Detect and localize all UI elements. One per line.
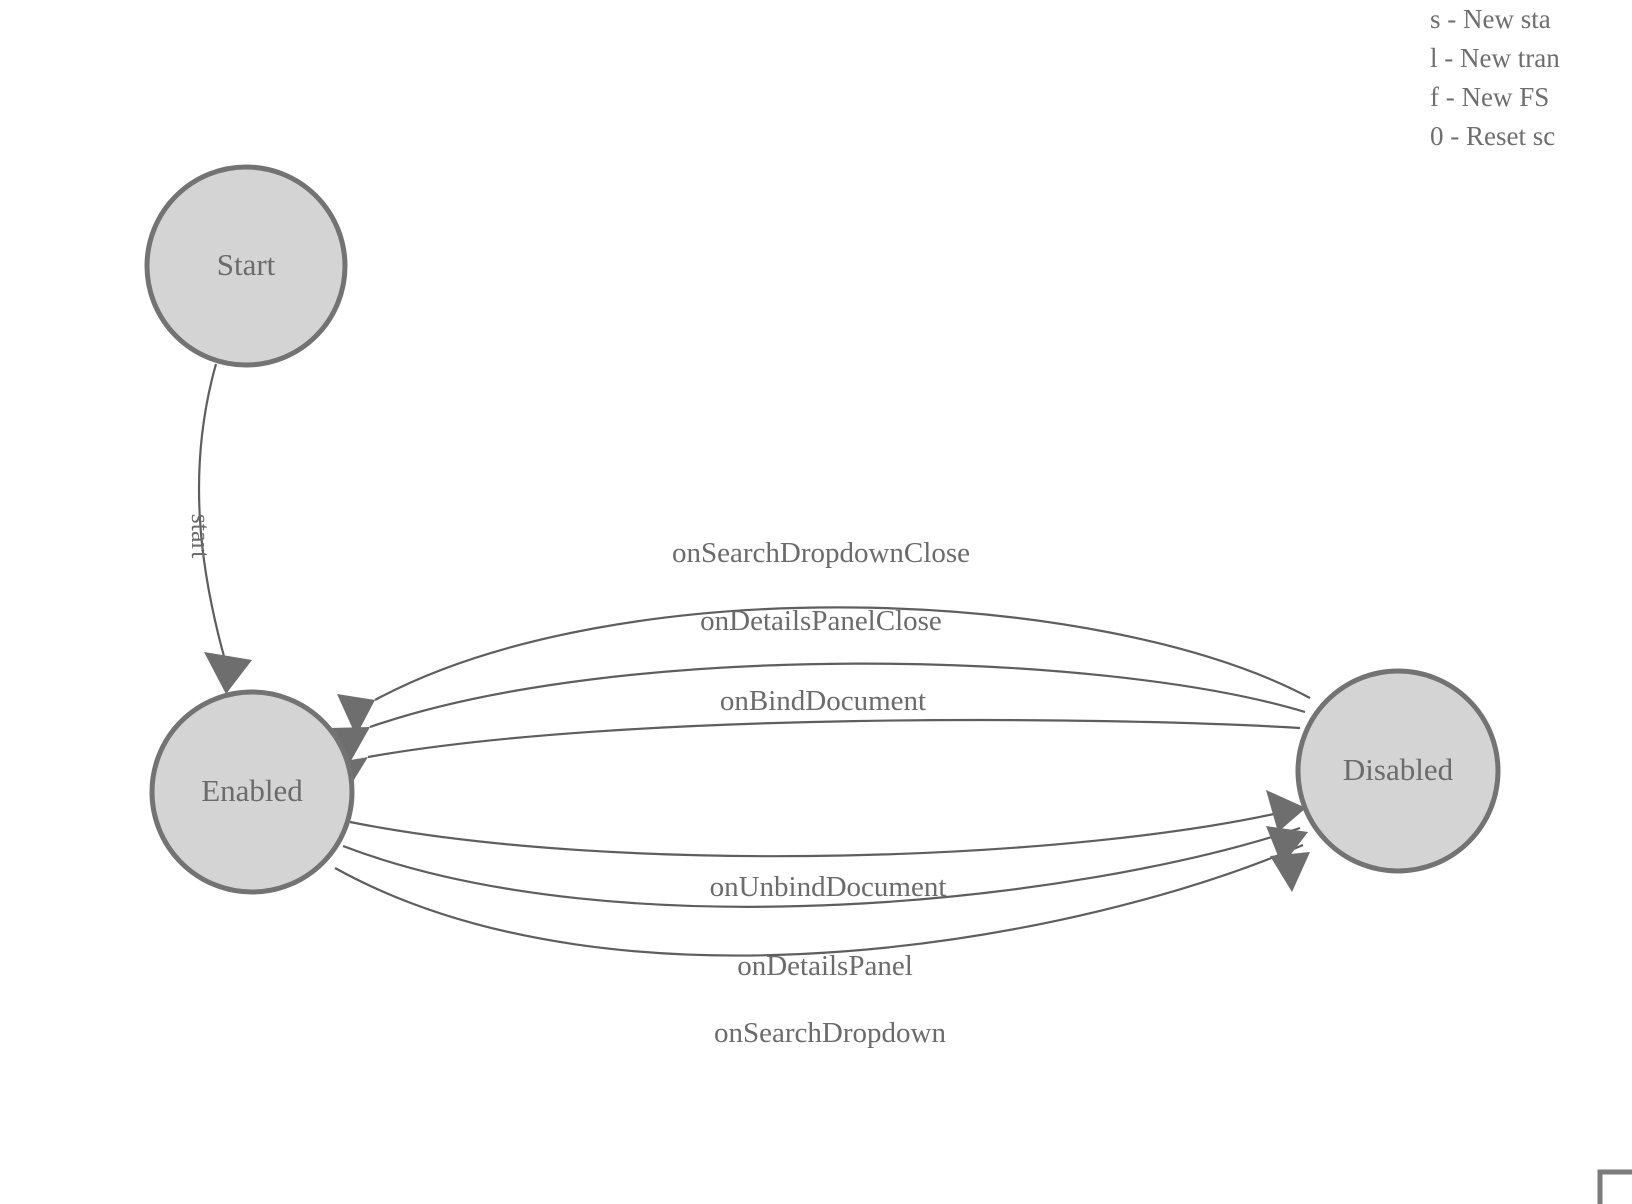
node-enabled-label: Enabled [201, 773, 303, 808]
node-disabled[interactable]: Disabled [1295, 668, 1501, 874]
edge-label-onDetailsPanelClose: onDetailsPanelClose [700, 605, 942, 637]
node-start[interactable]: Start [144, 164, 348, 368]
node-disabled-label: Disabled [1343, 752, 1454, 787]
edge-path-onBindDocument[interactable] [367, 718, 1301, 759]
edge-label-onBindDocument: onBindDocument [720, 685, 926, 717]
node-start-label: Start [217, 247, 276, 282]
edge-path-onSearchDropdown[interactable] [334, 843, 1304, 957]
edge-label-onSearchDropdownClose: onSearchDropdownClose [672, 537, 970, 569]
edge-path-onDetailsPanelClose[interactable] [369, 662, 1306, 729]
arrowhead-into-disabled-2 [1266, 826, 1308, 866]
corner-bracket [1597, 1169, 1632, 1204]
arrowhead-into-disabled-1 [1266, 790, 1306, 832]
node-start-circle[interactable] [144, 164, 348, 368]
edge-label-onUnbindDocument: onUnbindDocument [710, 871, 947, 903]
edge-path-onUnbindDocument[interactable] [349, 806, 1301, 858]
node-disabled-circle[interactable] [1295, 668, 1501, 874]
edge-path-start[interactable] [197, 363, 227, 661]
edge-path-onDetailsPanel[interactable] [342, 826, 1301, 908]
edge-label-start: start [186, 514, 215, 560]
arrowhead-into-enabled-from-start [204, 652, 252, 694]
edge-label-onSearchDropdown: onSearchDropdown [714, 1017, 946, 1049]
edge-label-onDetailsPanel: onDetailsPanel [737, 950, 913, 982]
arrowhead-into-enabled-1 [337, 694, 375, 736]
node-enabled-circle[interactable] [149, 689, 355, 895]
edge-path-onSearchDropdownClose[interactable] [374, 606, 1311, 701]
arrowhead-into-disabled-3 [1270, 852, 1310, 892]
arrowhead-into-enabled-2 [330, 727, 370, 766]
node-enabled[interactable]: Enabled [149, 689, 355, 895]
